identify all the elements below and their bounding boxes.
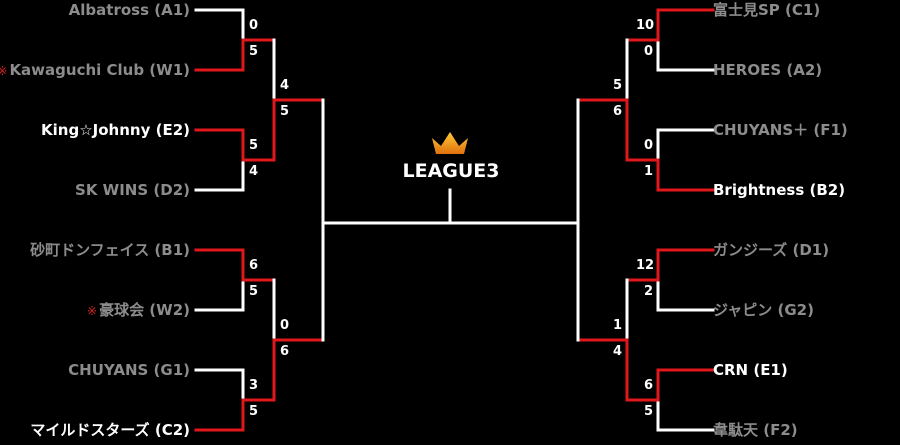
score: 12 xyxy=(636,258,655,273)
note-mark: ※ xyxy=(0,64,7,78)
team-name: ジャピン (G2) xyxy=(713,301,814,319)
score: 0 xyxy=(644,44,654,59)
team-label: CRN (E1) xyxy=(713,360,788,380)
score: 10 xyxy=(636,18,655,33)
team-name: CRN (E1) xyxy=(713,361,788,379)
team-label: ※豪球会 (W2) xyxy=(87,300,190,320)
team-name: 砂町ドンフェイス (B1) xyxy=(30,241,190,259)
score: 5 xyxy=(644,404,654,419)
team-name: 富士見SP (C1) xyxy=(713,1,821,19)
team-name: Kawaguchi Club (W1) xyxy=(9,61,190,79)
team-name: CHUYANS (G1) xyxy=(68,361,190,379)
team-label: Brightness (B2) xyxy=(713,180,845,200)
score: 6 xyxy=(280,344,290,359)
team-label: CHUYANS＋ (F1) xyxy=(713,120,848,140)
score: 1 xyxy=(644,164,654,179)
team-label: ※Kawaguchi Club (W1) xyxy=(0,60,190,80)
team-label: HEROES (A2) xyxy=(713,60,822,80)
score: 4 xyxy=(249,164,259,179)
team-name: SK WINS (D2) xyxy=(75,181,190,199)
score: 6 xyxy=(644,378,654,393)
score: 2 xyxy=(644,284,654,299)
score: 0 xyxy=(644,138,654,153)
team-label: 富士見SP (C1) xyxy=(713,0,820,20)
score: 5 xyxy=(613,78,623,93)
score: 1 xyxy=(613,318,623,333)
crown-icon xyxy=(432,132,468,154)
team-name: Brightness (B2) xyxy=(713,181,846,199)
team-name: HEROES (A2) xyxy=(713,61,823,79)
score: 5 xyxy=(280,104,290,119)
team-label: ガンジーズ (D1) xyxy=(713,240,829,260)
league-title: LEAGUE3 xyxy=(402,160,500,182)
score: 6 xyxy=(249,258,259,273)
score: 5 xyxy=(249,138,259,153)
team-label: ジャピン (G2) xyxy=(713,300,814,320)
team-name: 韋駄天 (F2) xyxy=(713,421,798,439)
score: 5 xyxy=(249,284,259,299)
team-label: マイルドスターズ (C2) xyxy=(30,420,190,440)
team-label: CHUYANS (G1) xyxy=(68,360,190,380)
team-name: Albatross (A1) xyxy=(68,1,190,19)
team-label: 砂町ドンフェイス (B1) xyxy=(30,240,190,260)
team-label: 韋駄天 (F2) xyxy=(713,420,798,440)
score: 5 xyxy=(249,404,259,419)
score: 0 xyxy=(280,318,290,333)
team-label: Albatross (A1) xyxy=(69,0,190,20)
score: 0 xyxy=(249,18,259,33)
team-name: CHUYANS＋ (F1) xyxy=(713,121,848,139)
team-label: SK WINS (D2) xyxy=(75,180,190,200)
score: 5 xyxy=(249,44,259,59)
team-name: King☆Johnny (E2) xyxy=(41,121,190,139)
score: 6 xyxy=(613,104,623,119)
team-name: 豪球会 (W2) xyxy=(99,301,190,319)
score: 3 xyxy=(249,378,259,393)
score: 4 xyxy=(613,344,623,359)
team-name: マイルドスターズ (C2) xyxy=(30,421,190,439)
score: 4 xyxy=(280,78,290,93)
team-name: ガンジーズ (D1) xyxy=(713,241,830,259)
note-mark: ※ xyxy=(87,304,98,318)
team-label: King☆Johnny (E2) xyxy=(41,120,190,140)
